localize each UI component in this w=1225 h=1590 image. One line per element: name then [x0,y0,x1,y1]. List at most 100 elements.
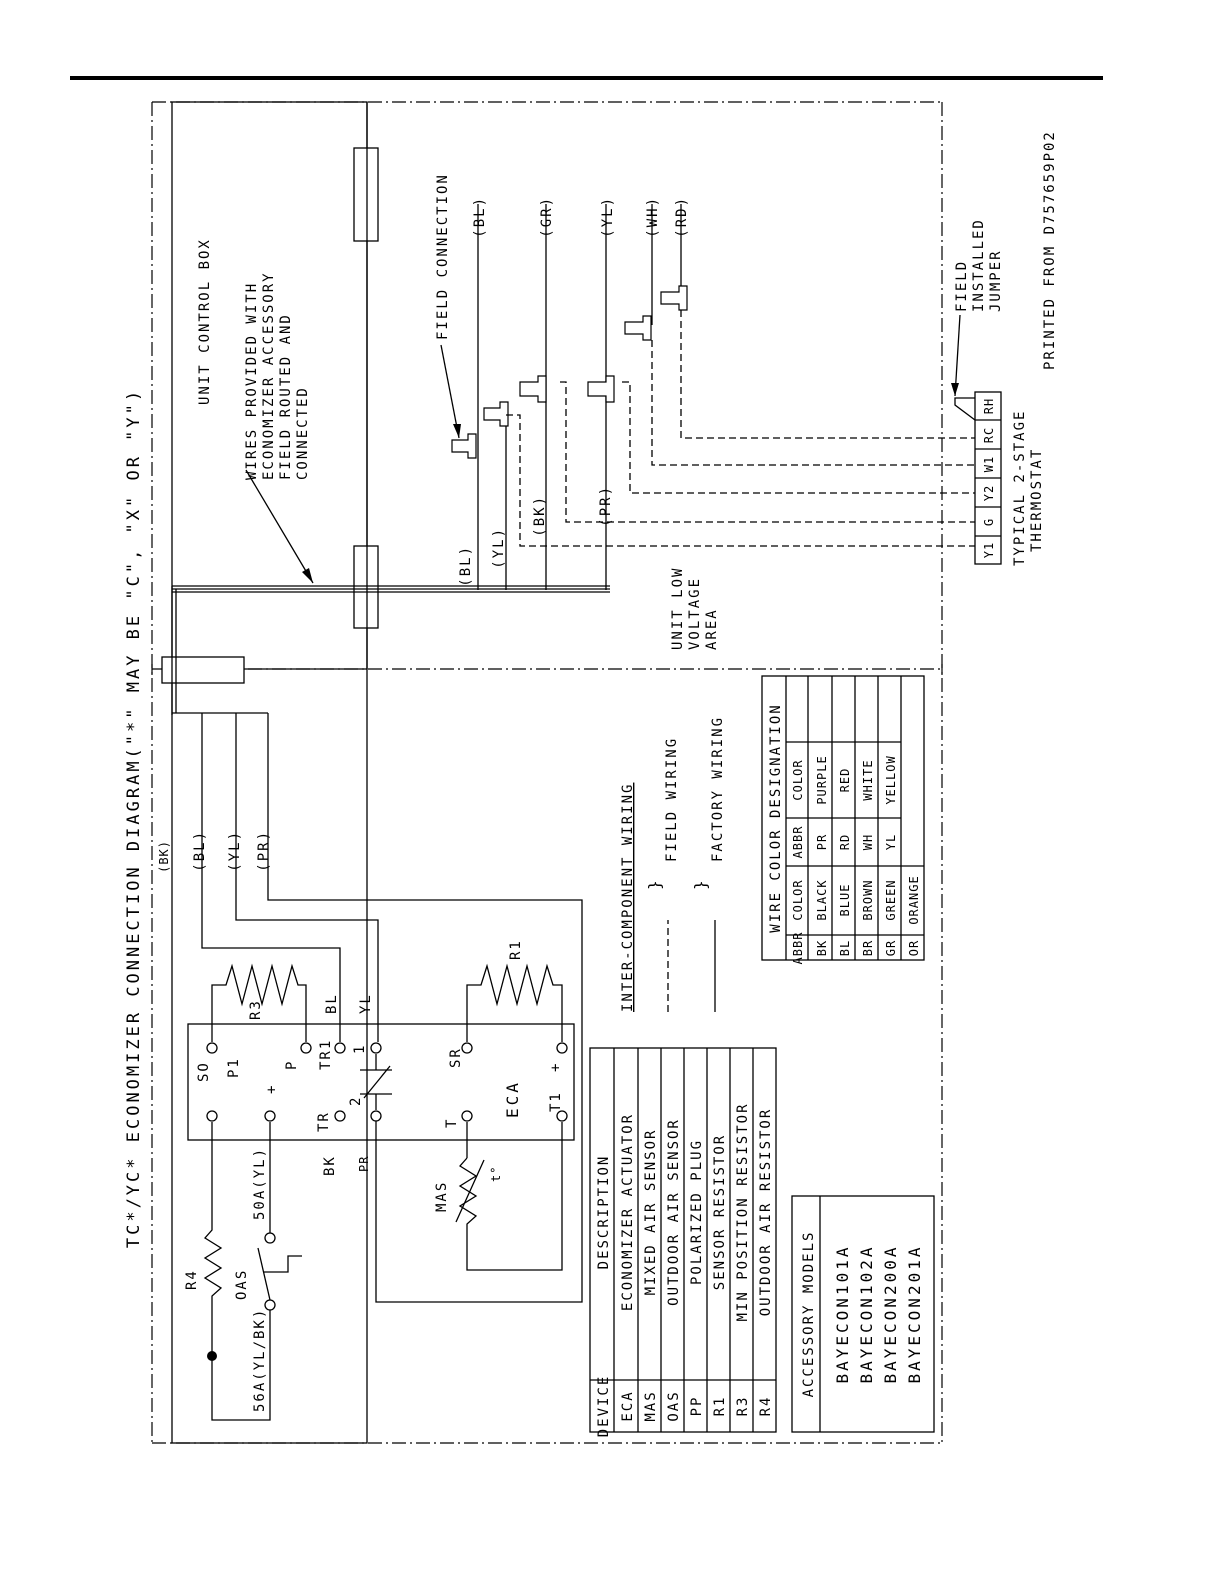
svg-text:(BL): (BL) [192,830,208,872]
svg-text:R4: R4 [758,1396,774,1417]
svg-text:MIN POSITION RESISTOR: MIN POSITION RESISTOR [735,1102,751,1321]
connector-lower [353,545,379,629]
mid-wire-tags: (BL) (YL) (BK) (PR) [458,485,614,587]
svg-text:MAS: MAS [643,1390,659,1421]
svg-text:BL: BL [838,940,852,956]
svg-text:THERMOSTAT: THERMOSTAT [1029,448,1045,552]
svg-text:TR: TR [316,1111,332,1132]
field-installed-jumper-label: FIELD INSTALLED JUMPER [954,218,1004,312]
accessory-models-box: ACCESSORY MODELS BAYECON101A BAYECON102A… [791,1195,935,1433]
svg-text:ABBR: ABBR [791,932,805,965]
svg-text:OAS: OAS [234,1269,250,1300]
svg-text:(BK): (BK) [157,840,171,873]
svg-text:R3: R3 [248,999,264,1020]
eca-relay-contact [360,1054,392,1110]
svg-text:}: } [691,877,710,890]
svg-text:(YL): (YL) [491,527,507,569]
svg-text:OUTDOOR AIR SENSOR: OUTDOOR AIR SENSOR [666,1118,682,1306]
r3-resistor: R3 [211,963,307,1042]
thermostat-label: TYPICAL 2-STAGE THERMOSTAT [1012,410,1045,566]
svg-text:COLOR: COLOR [791,879,805,920]
svg-text:(BL): (BL) [458,545,474,587]
wiring-legend: INTER-COMPONENT WIRING FIELD WIRING FACT… [620,716,726,1012]
dashed-field-wires [506,310,975,547]
svg-text:1: 1 [352,1044,368,1054]
svg-text:YL: YL [884,834,898,850]
svg-text:JUMPER: JUMPER [988,249,1004,312]
r4-oas-circuit: R4 OAS 50A(YL) 56A(YL/BK) [184,1122,302,1421]
eca-terminals [206,1042,568,1122]
svg-text:W1: W1 [982,456,996,472]
wires-provided-note: WIRES PROVIDED WITH ECONOMIZER ACCESSORY… [244,271,311,480]
unit-low-voltage-label: UNIT LOW VOLTAGE AREA [670,567,720,650]
unit-control-frame [171,101,368,1444]
svg-text:WH: WH [861,834,875,850]
svg-text:BK: BK [815,940,829,956]
svg-text:Y1: Y1 [982,542,996,558]
svg-text:BK: BK [322,1155,338,1176]
svg-text:OAS: OAS [666,1390,682,1421]
svg-text:BAYECON200A: BAYECON200A [881,1245,900,1384]
svg-text:YL: YL [358,993,374,1014]
svg-text:ORANGE: ORANGE [907,875,921,924]
svg-text:VOLTAGE: VOLTAGE [687,577,703,650]
svg-text:OUTDOOR AIR RESISTOR: OUTDOOR AIR RESISTOR [758,1108,774,1317]
svg-text:ABBR: ABBR [791,826,805,859]
svg-text:+: + [548,1062,564,1072]
printed-from-label: PRINTED FROM D757659P02 [1042,130,1058,370]
svg-text:RED: RED [838,768,852,793]
svg-text:+: + [264,1084,280,1094]
svg-text:RC: RC [982,427,996,443]
svg-text:FIELD WIRING: FIELD WIRING [664,737,680,862]
harness-wires [171,415,610,715]
svg-text:SR: SR [448,1047,464,1068]
svg-text:T: T [444,1118,460,1128]
svg-text:R1: R1 [712,1396,728,1417]
svg-text:(WH): (WH) [645,196,661,238]
svg-text:(GR): (GR) [539,196,555,238]
svg-text:P1: P1 [226,1057,242,1078]
device-table: DEVICE DESCRIPTION ECA ECONOMIZER ACTUAT… [589,1047,777,1437]
thermostat-terminal-strip: Y1 G Y2 W1 RC RH [954,391,1002,565]
svg-text:BLUE: BLUE [838,884,852,917]
svg-text:WHITE: WHITE [861,759,875,800]
mas-sensor: MAS t° [434,1122,563,1271]
svg-text:INSTALLED: INSTALLED [971,218,987,312]
diagram-title: TC*/YC* ECONOMIZER CONNECTION DIAGRAM("*… [124,388,144,1248]
svg-text:PR: PR [357,1156,371,1172]
legend-inter-component: INTER-COMPONENT WIRING [620,783,636,1012]
svg-text:ECONOMIZER ACCESSORY: ECONOMIZER ACCESSORY [261,271,277,480]
svg-text:CONNECTED: CONNECTED [295,386,311,480]
svg-text:P: P [284,1060,300,1070]
svg-text:PR: PR [815,834,829,850]
svg-text:BAYECON201A: BAYECON201A [905,1245,924,1384]
svg-text:SO: SO [196,1061,212,1082]
svg-text:FIELD: FIELD [954,260,970,312]
svg-text:(PR): (PR) [598,485,614,527]
svg-text:YELLOW: YELLOW [884,755,898,804]
svg-text:BROWN: BROWN [861,879,875,920]
svg-text:R4: R4 [184,1269,200,1290]
svg-text:PURPLE: PURPLE [815,755,829,804]
svg-text:ECONOMIZER ACTUATOR: ECONOMIZER ACTUATOR [620,1113,636,1311]
svg-text:BR: BR [861,940,875,956]
wire-color-table: WIRE COLOR DESIGNATION ABBR COLOR ABBR C… [761,675,925,965]
field-connection-label: FIELD CONNECTION [435,173,451,340]
connector-upper [353,147,379,242]
svg-text:(YL): (YL) [600,196,616,238]
svg-text:50A(YL): 50A(YL) [252,1147,268,1220]
svg-text:AREA: AREA [704,608,720,650]
top-wire-tags: (BL) (GR) (YL) (WH) (RD) [472,196,690,238]
svg-text:PP: PP [689,1396,705,1417]
svg-text:R3: R3 [735,1396,751,1417]
polarized-plug-pp [161,656,245,684]
svg-text:UNIT LOW: UNIT LOW [670,567,686,650]
svg-text:Y2: Y2 [982,485,996,501]
svg-text:t°: t° [489,1166,503,1182]
eca-terminal-labels: SO + TR PR 2 P1 P TR1 BL 1 YL BK T SR T1… [196,993,564,1176]
svg-text:2: 2 [348,1096,364,1106]
svg-text:TR1: TR1 [318,1039,334,1070]
svg-text:GR: GR [884,940,898,956]
